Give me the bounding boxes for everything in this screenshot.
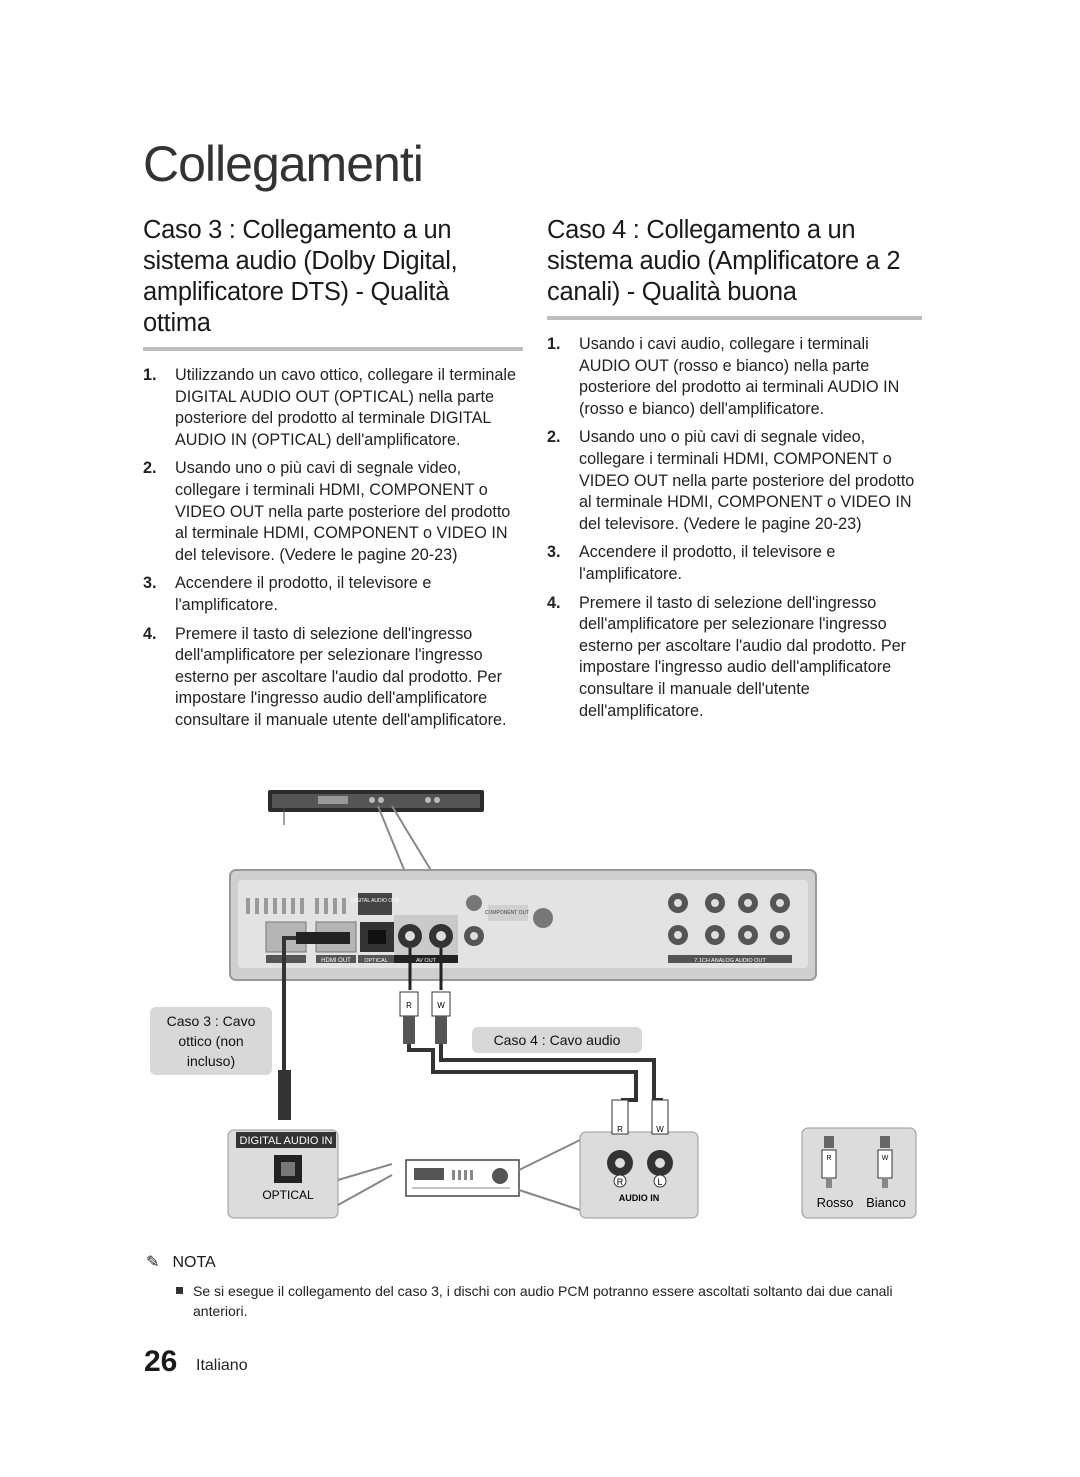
plug-r-label: R: [406, 1001, 412, 1010]
av-out-label: AV OUT: [416, 958, 437, 964]
plug-w-label: W: [437, 1001, 445, 1010]
page-language: Italiano: [196, 1357, 248, 1374]
audio-in-panel: R W R L AUDIO IN: [579, 1099, 699, 1219]
note-title: ✎ NOTA: [146, 1252, 216, 1272]
step-item: 2. Usando uno o più cavi di segnale video…: [143, 458, 523, 566]
step-number: 1.: [547, 335, 561, 353]
case4-cable-label: Caso 4 : Cavo audio: [472, 1027, 642, 1053]
legend-red-label: Rosso: [817, 1195, 854, 1210]
case4-steps: 1. Usando i cavi audio, collegare i termi…: [547, 334, 922, 722]
optical-plug: [296, 932, 350, 944]
jack-plug-w-label: W: [656, 1125, 664, 1134]
step-number: 2.: [143, 459, 157, 478]
step-text: Usando i cavi audio, collegare i termina…: [579, 335, 900, 418]
step-item: 4. Premere il tasto di selezione dell'ing…: [143, 624, 523, 732]
step-item: 4. Premere il tasto di selezione dell'ing…: [547, 593, 922, 723]
step-number: 4.: [143, 624, 157, 643]
case3-section: Caso 3 : Collegamento a un sistema audio…: [143, 215, 523, 739]
legend-w-label: W: [882, 1155, 889, 1162]
audio-in-label: AUDIO IN: [619, 1193, 660, 1203]
jack-l-label: L: [657, 1177, 662, 1187]
step-number: 3.: [547, 543, 561, 562]
step-number: 2.: [547, 428, 561, 447]
jack-r-label: R: [617, 1177, 624, 1187]
step-text: Premere il tasto di selezione dell'ingre…: [579, 593, 907, 720]
step-text: Premere il tasto di selezione dell'ingre…: [175, 624, 507, 729]
step-item: 1. Usando i cavi audio, collegare i termi…: [547, 334, 922, 420]
plug-color-legend: R W Rosso Bianco: [801, 1127, 917, 1219]
step-item: 2. Usando uno o più cavi di segnale video…: [547, 427, 922, 535]
step-number: 4.: [547, 593, 561, 612]
amplifier-icon: [405, 1139, 581, 1211]
analog-out-label: 7.1CH ANALOG AUDIO OUT: [694, 958, 766, 964]
page-number: 26: [144, 1345, 178, 1378]
step-item: 1. Utilizzando un cavo ottico, collegare …: [143, 365, 523, 451]
case3-steps: 1. Utilizzando un cavo ottico, collegare …: [143, 365, 523, 732]
note-bullet: [176, 1287, 183, 1294]
player-front-icon: [268, 790, 484, 825]
step-text: Usando uno o più cavi di segnale video, …: [579, 428, 915, 533]
step-text: Usando uno o più cavi di segnale video, …: [175, 459, 511, 564]
note-title-text: NOTA: [172, 1254, 216, 1271]
case4-section: Caso 4 : Collegamento a un sistema audio…: [547, 215, 922, 729]
step-text: Utilizzando un cavo ottico, collegare il…: [175, 366, 517, 449]
case3-heading: Caso 3 : Collegamento a un sistema audio…: [143, 215, 523, 351]
case4-heading: Caso 4 : Collegamento a un sistema audio…: [547, 215, 922, 320]
step-text: Accendere il prodotto, il televisore e l…: [175, 574, 432, 614]
optical-port-label: OPTICAL: [364, 958, 388, 964]
note-text: Se si esegue il collegamento del caso 3,…: [193, 1283, 893, 1319]
optical-in-label: OPTICAL: [262, 1188, 314, 1202]
step-item: 3. Accendere il prodotto, il televisore e…: [143, 573, 523, 616]
page-title: Collegamenti: [143, 136, 424, 192]
optical-plug-bottom: [278, 1070, 291, 1120]
pencil-icon: ✎: [146, 1254, 160, 1271]
rear-panel: HDMI OUT DIGITAL AUDIO OUT OPTICAL AV OU…: [229, 869, 817, 981]
step-number: 1.: [143, 366, 157, 384]
legend-white-label: Bianco: [866, 1195, 906, 1210]
component-out-label: COMPONENT OUT: [485, 910, 529, 916]
digital-audio-out-label: DIGITAL AUDIO OUT: [351, 898, 399, 904]
step-number: 3.: [143, 574, 157, 593]
case3-cable-label: Caso 3 : Cavo ottico (non incluso): [150, 1007, 272, 1075]
legend-r-label: R: [826, 1155, 831, 1162]
digital-audio-in-label: DIGITAL AUDIO IN: [240, 1135, 333, 1147]
hdmi-out-label: HDMI OUT: [321, 958, 351, 964]
jack-plug-r-label: R: [617, 1125, 623, 1134]
step-text: Accendere il prodotto, il televisore e l…: [579, 543, 836, 583]
digital-audio-in-panel: DIGITAL AUDIO IN OPTICAL: [227, 1129, 393, 1219]
step-item: 3. Accendere il prodotto, il televisore e…: [547, 542, 922, 585]
